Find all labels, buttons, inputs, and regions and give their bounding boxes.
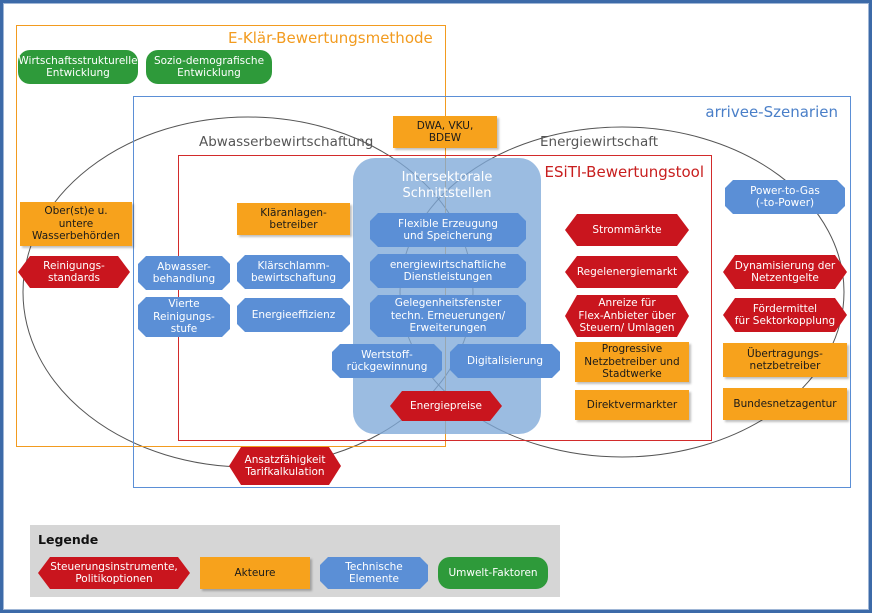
node-klaeranlagen[interactable]: Kläranlagen- betreiber	[237, 203, 350, 235]
node-digitalisierung[interactable]: Digitalisierung	[450, 344, 560, 378]
node-energieeffizienz-label: Energieeffizienz	[251, 308, 336, 321]
node-uebertragung[interactable]: Übertragungs- netzbetreiber	[723, 343, 847, 377]
node-flexible[interactable]: Flexible Erzeugung und Speicherung	[370, 213, 526, 247]
node-dwa[interactable]: DWA, VKU, BDEW	[393, 116, 497, 148]
node-abwasserbehandlung[interactable]: Abwasser- behandlung	[138, 256, 230, 290]
node-anreize-label: Anreize für Flex-Anbieter über Steuern/ …	[578, 297, 676, 335]
eklaer-title: E-Klär-Bewertungsmethode	[228, 29, 433, 47]
intersection-title: Intersektorale Schnittstellen	[353, 170, 541, 202]
node-gelegenheit[interactable]: Gelegenheitsfenster techn. Erneuerungen/…	[370, 295, 526, 337]
legend-env-label: Umwelt-Faktoren	[448, 566, 538, 579]
legend-tech: Technische Elemente	[320, 557, 428, 589]
node-gelegenheit-label: Gelegenheitsfenster techn. Erneuerungen/…	[390, 297, 506, 335]
legend-actor: Akteure	[200, 557, 310, 589]
node-foerdermittel[interactable]: Fördermittel für Sektorkopplung	[723, 298, 847, 332]
node-vierte[interactable]: Vierte Reinigungs- stufe	[138, 297, 230, 337]
node-wertstoff[interactable]: Wertstoff- rückgewinnung	[332, 344, 442, 378]
legend-title: Legende	[38, 532, 99, 547]
node-powertogas[interactable]: Power-to-Gas (-to-Power)	[725, 180, 845, 214]
node-sozio-label: Sozio-demografische Entwicklung	[153, 54, 265, 80]
node-oberste-label: Ober(st)e u. untere Wasserbehörden	[32, 205, 120, 243]
legend-tech-label: Technische Elemente	[345, 560, 403, 585]
legend-policy-label: Steuerungsinstrumente, Politikoptionen	[50, 560, 178, 585]
arrivee-title: arrivee-Szenarien	[705, 103, 838, 121]
node-direktvermarkter-label: Direktvermarkter	[586, 398, 678, 411]
node-sozio[interactable]: Sozio-demografische Entwicklung	[146, 50, 272, 84]
node-anreize[interactable]: Anreize für Flex-Anbieter über Steuern/ …	[565, 295, 689, 337]
node-klaeranlagen-label: Kläranlagen- betreiber	[260, 206, 327, 232]
node-progressive[interactable]: Progressive Netzbetreiber und Stadtwerke	[575, 342, 689, 382]
node-regelenergie[interactable]: Regelenergiemarkt	[565, 256, 689, 288]
node-wirtschaft-label: Wirtschaftsstrukturelle Entwicklung	[18, 54, 138, 80]
arrivee-region	[133, 96, 851, 488]
node-regelenergie-label: Regelenergiemarkt	[576, 265, 678, 278]
node-ansatz-label: Ansatzfähigkeit Tarifkalkulation	[244, 453, 326, 478]
node-ansatz[interactable]: Ansatzfähigkeit Tarifkalkulation	[229, 447, 341, 485]
legend-env: Umwelt-Faktoren	[438, 557, 548, 589]
node-direktvermarkter[interactable]: Direktvermarkter	[575, 390, 689, 420]
node-reinigungsstandards[interactable]: Reinigungs- standards	[18, 256, 130, 288]
legend-actor-label: Akteure	[234, 566, 276, 579]
node-vierte-label: Vierte Reinigungs- stufe	[153, 298, 215, 336]
node-progressive-label: Progressive Netzbetreiber und Stadtwerke	[584, 343, 680, 381]
node-foerdermittel-label: Fördermittel für Sektorkopplung	[734, 302, 836, 327]
node-energieeffizienz[interactable]: Energieeffizienz	[237, 298, 350, 332]
node-dynamisierung[interactable]: Dynamisierung der Netzentgelte	[723, 255, 847, 289]
node-digitalisierung-label: Digitalisierung	[466, 354, 544, 367]
node-bundesnetz-label: Bundesnetzagentur	[733, 397, 837, 410]
node-flexible-label: Flexible Erzeugung und Speicherung	[398, 217, 498, 242]
node-wirtschaft[interactable]: Wirtschaftsstrukturelle Entwicklung	[18, 50, 138, 84]
intersection-title-text: Intersektorale Schnittstellen	[401, 170, 493, 201]
node-abwasserbehandlung-label: Abwasser- behandlung	[152, 260, 216, 285]
node-energiepreise[interactable]: Energiepreise	[390, 391, 502, 421]
node-wertstoff-label: Wertstoff- rückgewinnung	[346, 348, 428, 373]
node-klaerschlamm-label: Klärschlamm- bewirtschaftung	[251, 259, 336, 284]
node-uebertragung-label: Übertragungs- netzbetreiber	[747, 347, 823, 373]
node-dwa-label: DWA, VKU, BDEW	[416, 119, 474, 145]
node-strommaerkte-label: Strommärkte	[592, 223, 662, 236]
node-energiepreise-label: Energiepreise	[410, 399, 482, 412]
esiti-title: ESiTI-Bewertungstool	[544, 163, 704, 181]
node-klaerschlamm[interactable]: Klärschlamm- bewirtschaftung	[237, 255, 350, 289]
node-energiedienst-label: energiewirtschaftliche Dienstleistungen	[389, 258, 507, 283]
node-dynamisierung-label: Dynamisierung der Netzentgelte	[734, 259, 836, 284]
node-reinigungsstandards-label: Reinigungs- standards	[43, 259, 105, 284]
node-oberste[interactable]: Ober(st)e u. untere Wasserbehörden	[20, 202, 132, 246]
node-energiedienst[interactable]: energiewirtschaftliche Dienstleistungen	[370, 254, 526, 288]
legend-policy: Steuerungsinstrumente, Politikoptionen	[38, 557, 190, 589]
node-powertogas-label: Power-to-Gas (-to-Power)	[750, 184, 820, 209]
energie-sector-label: Energiewirtschaft	[540, 134, 659, 150]
node-bundesnetz[interactable]: Bundesnetzagentur	[723, 388, 847, 420]
abwasser-sector-label: Abwasserbewirtschaftung	[199, 134, 374, 150]
frame-inner-border	[3, 3, 869, 610]
node-strommaerkte[interactable]: Strommärkte	[565, 214, 689, 246]
